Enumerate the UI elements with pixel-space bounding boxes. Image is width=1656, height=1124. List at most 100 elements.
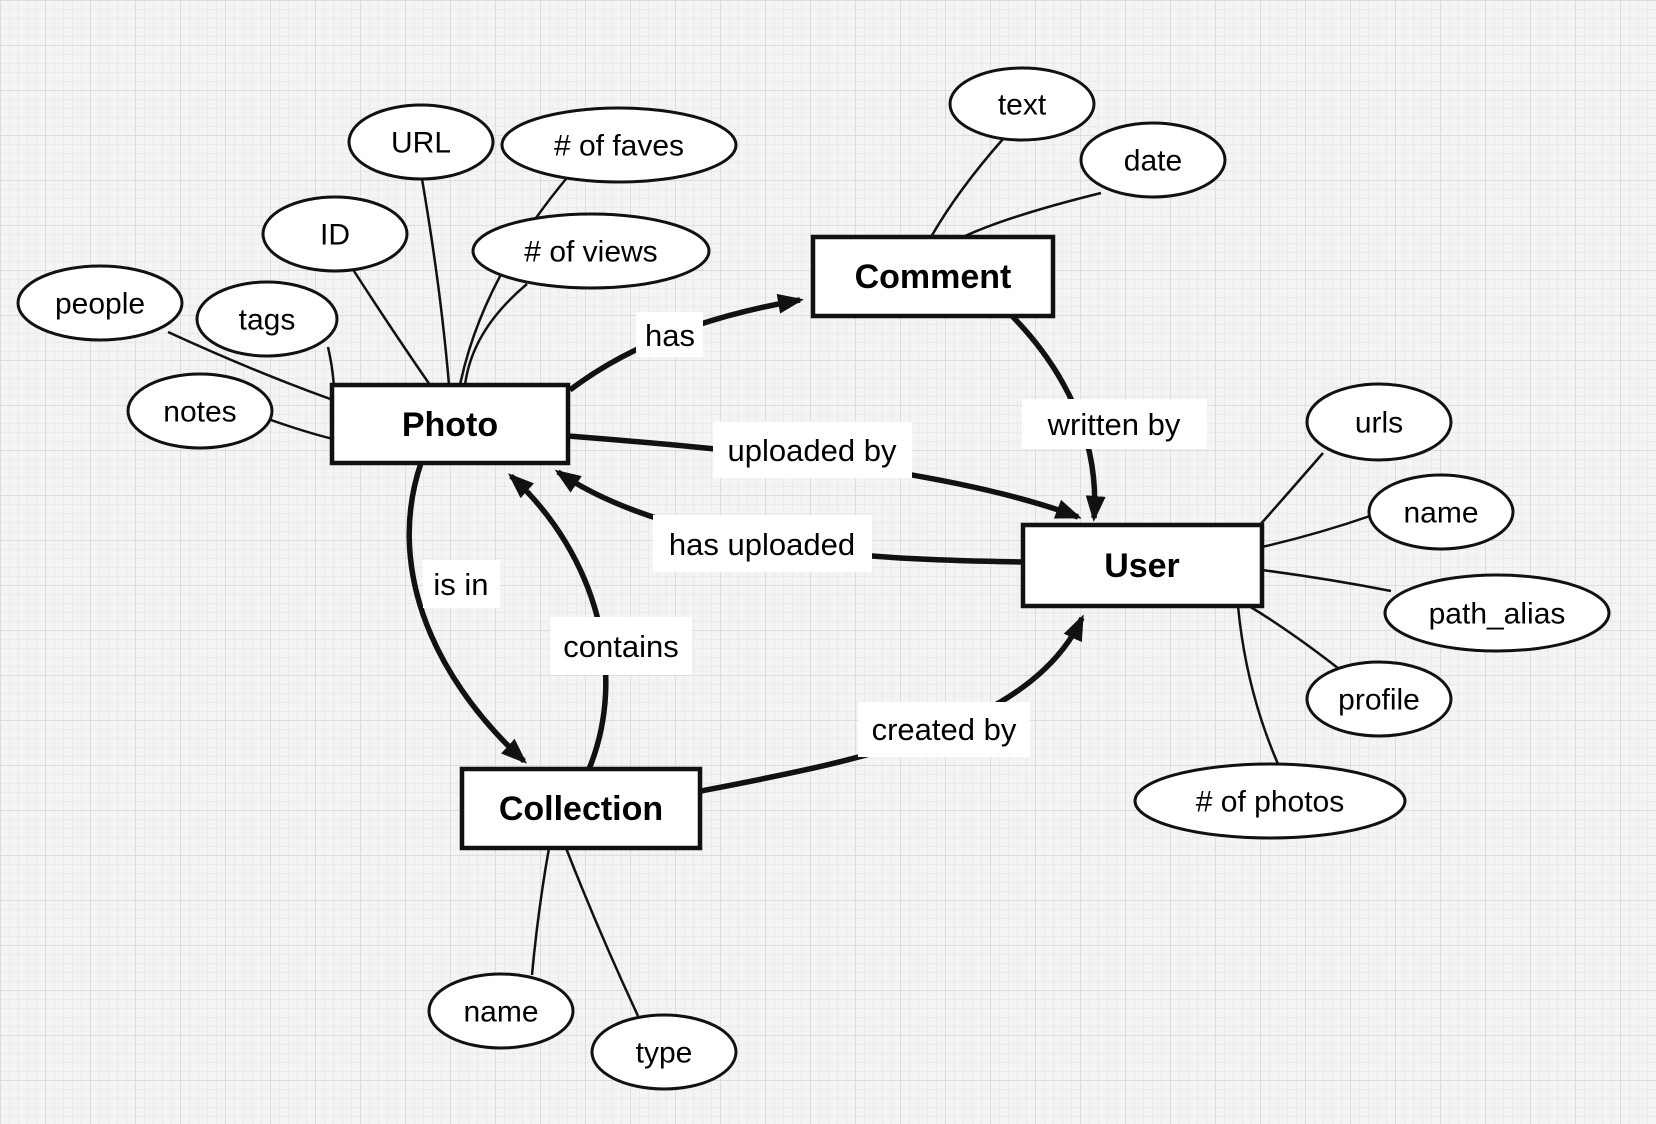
attribute-tags: tags (195, 280, 339, 358)
relation-is-in-arrow (406, 462, 527, 764)
relation-label-bg (858, 702, 1030, 757)
attribute-label: notes (163, 396, 236, 429)
attribute-ellipse (126, 372, 274, 450)
relation-label-created-by: created by (858, 702, 1030, 757)
collection-attributes: name type (427, 972, 738, 1091)
edge-user-name (1261, 514, 1371, 549)
attribute-ellipse (1383, 573, 1611, 653)
attribute-num-photos: # of photos (1133, 762, 1407, 840)
attribute-ellipse (427, 972, 575, 1050)
edge-user-photos (1236, 605, 1280, 765)
relation-label-text: uploaded by (728, 433, 897, 468)
attribute-label: name (1403, 497, 1478, 530)
attribute-collection-name: name (427, 972, 575, 1050)
attribute-path-alias: path_alias (1383, 573, 1611, 653)
entity-label: Photo (402, 406, 498, 444)
relation-label-text: has uploaded (669, 527, 855, 562)
attribute-num-faves: # of faves (500, 106, 738, 184)
relation-label-text: created by (872, 712, 1017, 747)
attribute-ellipse (1305, 660, 1453, 738)
relation-label-written-by: written by (1022, 399, 1207, 449)
entity-comment: Comment (810, 234, 1056, 319)
entity-box (810, 234, 1056, 319)
photo-attributes: URL ID # of faves # of views people tags… (16, 103, 738, 450)
attribute-profile: profile (1305, 660, 1453, 738)
attribute-collection-type: type (590, 1013, 738, 1091)
entity-box (329, 382, 571, 466)
relation-label-contains: contains (550, 617, 692, 675)
entity-collection: Collection (459, 766, 703, 851)
attribute-name: name (1367, 473, 1515, 551)
relation-label-bg (653, 515, 872, 572)
edge-collection-type (564, 847, 640, 1017)
attribute-label: URL (391, 127, 451, 160)
relation-label-text: has (645, 318, 695, 353)
edge-photo-url (420, 178, 451, 386)
attribute-people: people (16, 264, 184, 342)
edge-user-profile (1248, 604, 1344, 673)
attribute-label: # of views (524, 236, 657, 269)
entity-label: Collection (499, 790, 663, 828)
edge-photo-id (350, 267, 432, 386)
attribute-ellipse (347, 103, 495, 181)
attribute-ellipse (16, 264, 184, 342)
relation-label-bg (636, 312, 703, 357)
attribute-id: ID (261, 195, 409, 273)
attribute-ellipse (261, 195, 409, 273)
attribute-label: type (636, 1037, 693, 1070)
edge-user-pathalias (1261, 568, 1392, 593)
attribute-ellipse (1367, 473, 1515, 551)
relation-label-text: is in (433, 567, 488, 602)
edge-photo-notes (270, 418, 334, 441)
attribute-connectors (167, 138, 1392, 1017)
attribute-ellipse (195, 280, 339, 358)
attribute-label: profile (1338, 684, 1420, 717)
entity-box (459, 766, 703, 851)
attribute-ellipse (590, 1013, 738, 1091)
relation-label-text: written by (1047, 407, 1181, 442)
user-attributes: urls name path_alias profile # of photos (1133, 382, 1611, 840)
comment-attributes: text date (948, 66, 1227, 199)
attribute-label: tags (239, 304, 296, 337)
attribute-text: text (948, 66, 1096, 142)
attribute-date: date (1079, 121, 1227, 199)
attribute-label: name (463, 996, 538, 1029)
entity-user: User (1020, 522, 1265, 609)
relation-label-is-in: is in (423, 560, 500, 608)
attribute-label: people (55, 288, 145, 321)
edge-user-urls (1258, 452, 1324, 527)
attribute-ellipse (471, 212, 711, 290)
relation-label-has: has (636, 312, 703, 357)
entity-label: User (1104, 547, 1180, 585)
edge-comment-date (962, 191, 1102, 239)
attribute-url: URL (347, 103, 495, 181)
relation-contains-arrow (508, 473, 609, 771)
relation-label-bg (550, 617, 692, 675)
attribute-ellipse (1133, 762, 1407, 840)
attribute-num-views: # of views (471, 212, 711, 290)
edge-comment-text (929, 138, 1004, 238)
relation-label-has-uploaded: has uploaded (653, 515, 872, 572)
attribute-label: # of photos (1196, 786, 1344, 819)
attribute-label: date (1124, 145, 1182, 178)
entity-photo: Photo (329, 382, 571, 466)
attribute-label: urls (1355, 407, 1403, 440)
relation-label-text: contains (563, 629, 678, 664)
relation-label-uploaded-by: uploaded by (713, 422, 912, 478)
attribute-ellipse (500, 106, 738, 184)
edge-photo-views (463, 283, 528, 386)
attribute-label: path_alias (1429, 598, 1566, 631)
attribute-urls: urls (1305, 382, 1453, 462)
relation-label-bg (1022, 399, 1207, 449)
attribute-ellipse (1305, 382, 1453, 462)
edge-photo-people (167, 330, 334, 402)
edge-photo-faves (458, 178, 567, 386)
edge-collection-name (530, 847, 551, 976)
attribute-notes: notes (126, 372, 274, 450)
attribute-ellipse (1079, 121, 1227, 199)
attribute-label: text (998, 89, 1047, 122)
entity-label: Comment (855, 258, 1012, 296)
relation-label-bg (713, 422, 912, 478)
